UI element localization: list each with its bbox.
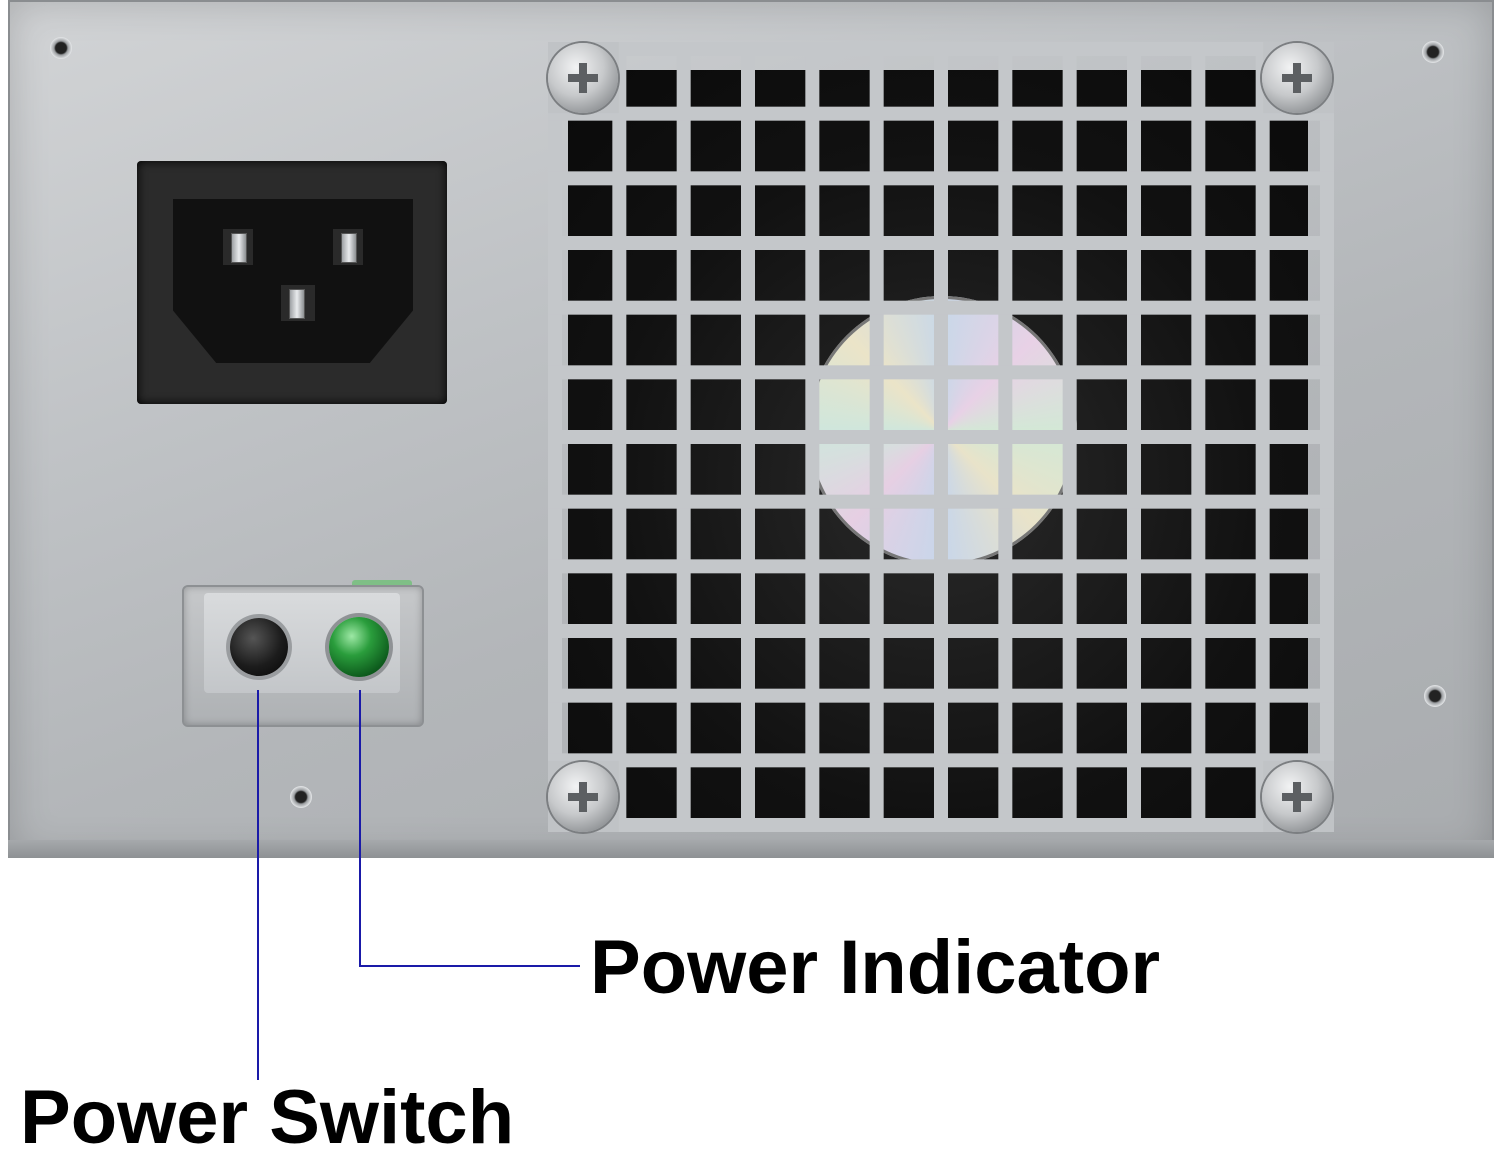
phillips-screw-icon: [1262, 762, 1332, 832]
grille-bar: [548, 171, 1334, 186]
grille-bar: [548, 624, 1334, 638]
phillips-screw-icon: [548, 43, 618, 113]
mounting-hole: [290, 786, 312, 808]
power-switch-label: Power Switch: [20, 1075, 515, 1160]
grille-bar: [548, 365, 1334, 380]
ac-pin-line: [231, 233, 247, 263]
psu-bottom-edge: [8, 840, 1494, 858]
mounting-hole: [1422, 41, 1444, 63]
phillips-screw-icon: [1262, 43, 1332, 113]
power-indicator-led: [329, 617, 389, 677]
grille-bar: [548, 753, 1334, 768]
power-indicator-label: Power Indicator: [590, 925, 1161, 1010]
ac-inlet-socket: [173, 199, 413, 363]
grille-bar: [548, 106, 1334, 121]
power-switch-button[interactable]: [230, 618, 288, 676]
mounting-hole: [50, 37, 72, 59]
grille-bar: [548, 818, 1334, 832]
ac-pin-ground: [289, 289, 305, 319]
grille-bar: [548, 300, 1334, 315]
grille-bar: [548, 559, 1334, 574]
ac-power-inlet-icon[interactable]: [137, 161, 447, 404]
callout-line-power-indicator: [359, 690, 580, 967]
grille-bar: [548, 494, 1334, 509]
grille-bar: [548, 430, 1334, 444]
ac-pin-neutral: [341, 233, 357, 263]
fan-grille: [548, 42, 1334, 832]
grille-bar: [548, 688, 1334, 703]
grille-bar: [548, 42, 1334, 56]
phillips-screw-icon: [548, 762, 618, 832]
grille-bar: [548, 236, 1334, 250]
mounting-hole: [1424, 685, 1446, 707]
